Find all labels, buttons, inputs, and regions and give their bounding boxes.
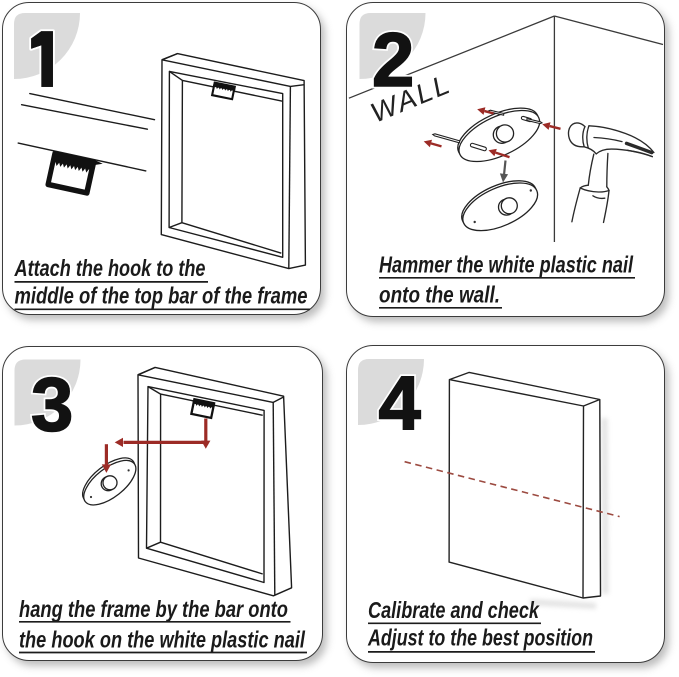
- svg-text:2: 2: [372, 18, 414, 103]
- svg-text:4: 4: [379, 361, 421, 446]
- svg-text:middle of the top bar of the f: middle of the top bar of the frame: [15, 283, 308, 309]
- svg-text:3: 3: [31, 363, 73, 448]
- svg-text:4: 4: [379, 361, 421, 446]
- svg-text:the hook on the white plastic: the hook on the white plastic nail: [19, 626, 305, 652]
- svg-text:Attach the hook to the: Attach the hook to the: [14, 255, 206, 281]
- svg-text:2: 2: [372, 18, 414, 103]
- svg-text:3: 3: [31, 363, 73, 448]
- svg-text:onto the wall.: onto the wall.: [379, 282, 500, 308]
- svg-text:Calibrate and check: Calibrate and check: [368, 597, 540, 623]
- svg-text:hang the frame by the bar onto: hang the frame by the bar onto: [19, 596, 288, 622]
- svg-text:Adjust to the best position: Adjust to the best position: [367, 625, 593, 651]
- svg-text:Hammer the white plastic nail: Hammer the white plastic nail: [379, 251, 633, 277]
